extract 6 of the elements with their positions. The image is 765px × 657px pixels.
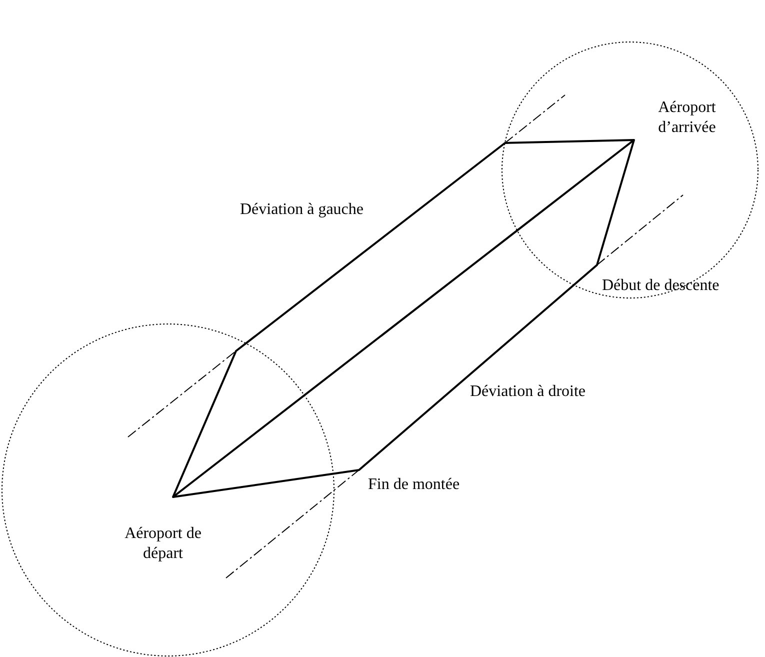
place-label: Déviation à droite [470,382,586,402]
place-label: Fin de montée [368,475,460,495]
place-label: Début de descente [602,276,720,296]
place-label: Aéroport d’arrivée [657,98,717,138]
place-label: Aéroport de départ [124,524,202,564]
place-label: Déviation à gauche [240,200,364,220]
